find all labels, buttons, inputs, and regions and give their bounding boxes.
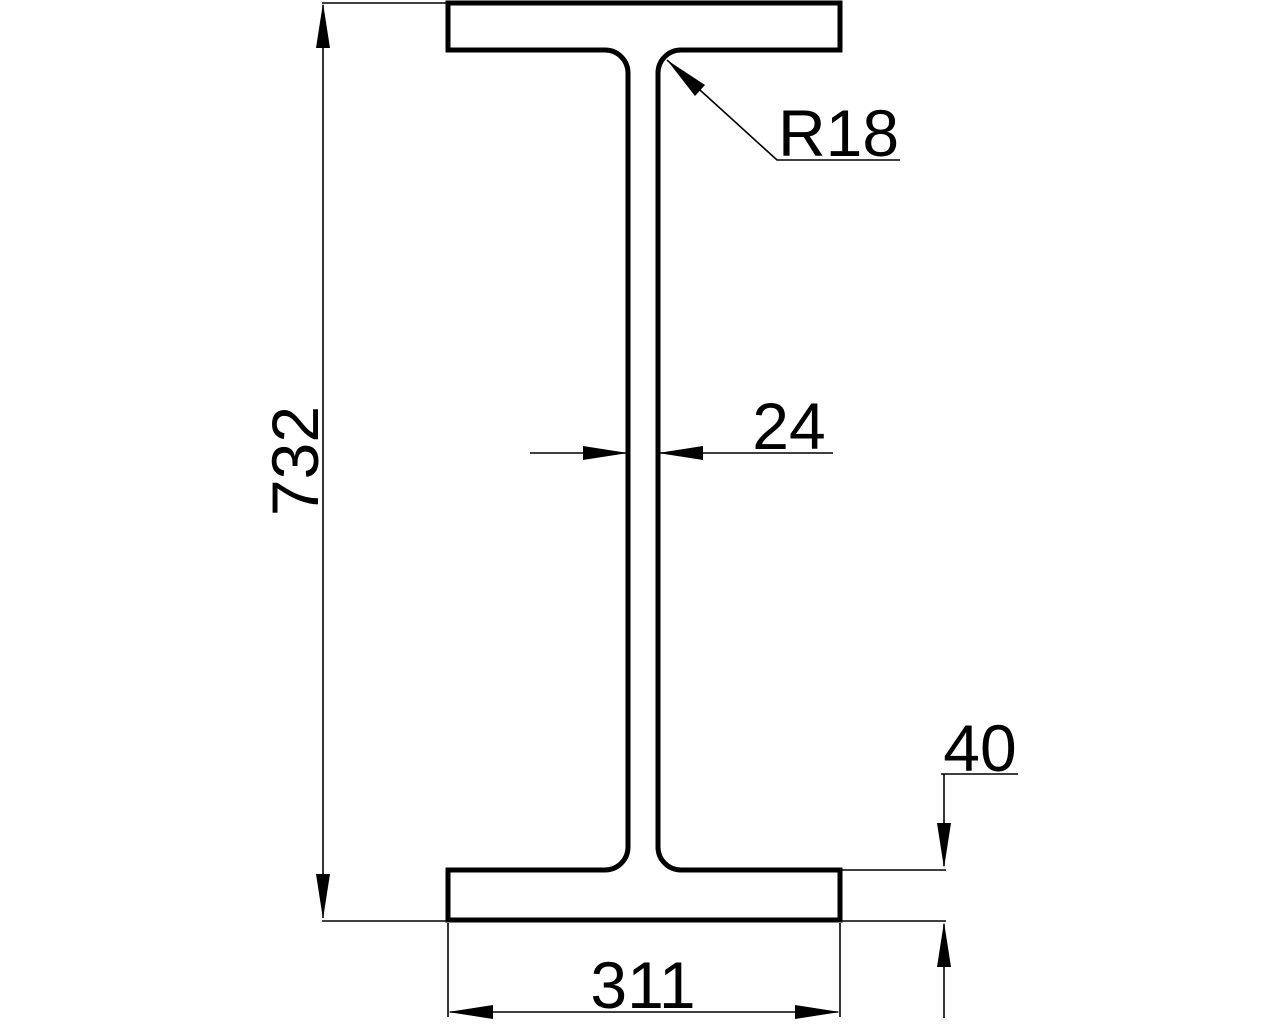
- dim-overall-height: 732: [258, 2, 946, 922]
- dim-web-arrow-left-icon: [658, 446, 703, 460]
- dim-width-label: 311: [590, 948, 695, 1022]
- i-beam-outline: [445, 0, 843, 923]
- fillet-leader-arrow-icon: [667, 60, 705, 96]
- dim-fillet-radius: R18: [666, 59, 900, 170]
- dim-width-arrow-right-icon: [795, 1005, 840, 1019]
- dim-height-arrow-up-icon: [316, 3, 330, 48]
- dim-flange-thickness-arrow-down-icon: [937, 823, 951, 868]
- dim-web-thickness: 24: [530, 389, 833, 463]
- dim-width-arrow-left-icon: [448, 1005, 493, 1019]
- dim-flange-thickness: 40: [840, 711, 1018, 1018]
- dim-fillet-label: R18: [778, 96, 899, 170]
- dim-flange-thickness-label: 40: [943, 711, 1016, 785]
- dim-web-arrow-right-icon: [583, 446, 628, 460]
- dim-height-arrow-down-icon: [316, 874, 330, 919]
- fillet-leader-line: [666, 59, 900, 161]
- dim-height-label: 732: [258, 406, 332, 516]
- dim-web-label: 24: [752, 389, 825, 463]
- dim-flange-width: 311: [447, 923, 841, 1022]
